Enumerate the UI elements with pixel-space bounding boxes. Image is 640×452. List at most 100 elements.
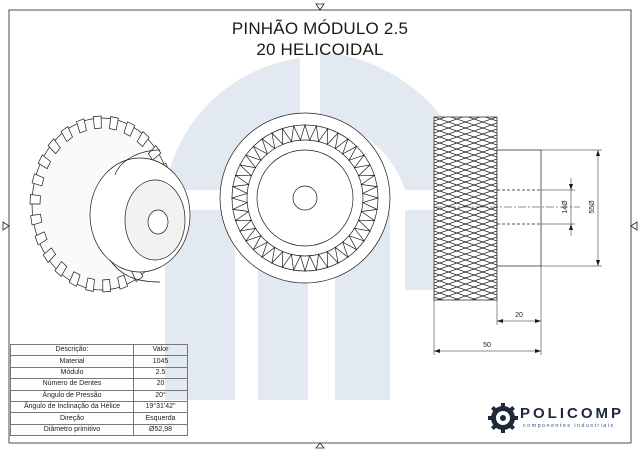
gear-tooth	[34, 231, 48, 246]
hatch-line	[452, 284, 497, 300]
gear-tooth	[92, 115, 102, 129]
hatch-line	[434, 260, 497, 284]
logo-name: POLICOMP	[520, 405, 625, 422]
hatch-line	[435, 278, 497, 300]
gear-tooth	[31, 173, 45, 187]
spec-header-description: Descrição:	[10, 343, 134, 357]
helical-teeth-pattern	[434, 63, 497, 337]
hatch-line	[434, 194, 497, 218]
gear-tooth	[85, 277, 95, 292]
gear-tooth	[147, 145, 162, 161]
hatch-line	[434, 176, 497, 200]
hatch-line	[434, 134, 497, 158]
logo-tooth	[508, 405, 516, 413]
hatch-line	[434, 128, 497, 152]
spec-value: 20	[133, 378, 188, 391]
hatch-line	[434, 303, 497, 325]
hatch-line	[434, 170, 497, 194]
spec-value: Esquerda	[133, 412, 188, 425]
hatch-line	[434, 272, 497, 296]
frame-center-marks	[2, 3, 638, 449]
hatch-line	[434, 81, 497, 103]
front-teeth-pattern	[230, 123, 379, 273]
hatch-line	[434, 63, 497, 85]
hatch-line	[434, 236, 497, 260]
spec-label: Ângulo de Inclinação da Hélice	[10, 400, 134, 414]
hatch-line	[434, 218, 497, 242]
hatch-line	[484, 117, 497, 122]
spec-value: 2.5	[133, 366, 188, 380]
spec-label: Material	[10, 355, 134, 368]
hatch-line	[434, 315, 497, 337]
hatch-line	[434, 75, 497, 97]
side-view	[433, 63, 580, 337]
logo-tagline: componentes industriais	[523, 423, 615, 429]
spec-label: Módulo	[10, 366, 134, 380]
gear-tooth	[60, 126, 73, 143]
gear-tooth	[42, 247, 57, 263]
hatch-line	[434, 309, 497, 331]
hatch-line	[434, 87, 497, 109]
hatch-line	[434, 75, 497, 97]
spec-value: 1045	[133, 355, 188, 368]
hatch-line	[434, 242, 497, 266]
hatch-line	[434, 254, 497, 278]
hatch-line	[434, 188, 497, 212]
hatch-line	[434, 248, 497, 272]
hatch-line	[434, 122, 497, 146]
hatch-line	[434, 303, 497, 325]
logo-tooth	[490, 423, 498, 431]
hatch-line	[434, 69, 497, 91]
hatch-line	[434, 117, 447, 122]
hatch-line	[434, 212, 497, 236]
front-zigzag-line	[230, 123, 379, 273]
dimension-arrows	[434, 150, 600, 353]
logo-tooth	[501, 428, 505, 433]
spec-header-row: Descrição: Valor	[10, 343, 188, 357]
dimension-lines	[433, 149, 602, 355]
hatch-line	[434, 315, 497, 337]
drawing-subtitle: 20 HELICOIDAL	[256, 40, 384, 59]
gear-tooth	[117, 274, 128, 290]
gear-tooth	[54, 260, 68, 277]
spec-label: Diâmetro primitivo	[10, 423, 134, 437]
spec-value: 19°31'42"	[133, 400, 188, 414]
spec-label: Ângulo de Pressão	[10, 389, 134, 402]
hatch-line	[434, 93, 497, 115]
gear-tooth	[47, 138, 61, 155]
hatch-line	[434, 87, 497, 109]
logo-tooth	[501, 403, 505, 408]
hatch-line	[434, 152, 497, 176]
hatch-line	[434, 230, 497, 254]
dim-hub-length: 20	[515, 312, 523, 319]
company-logo: POLICOMP componentes industriais	[488, 403, 628, 433]
front-view	[219, 112, 391, 284]
hatch-line	[434, 164, 497, 188]
spec-header-value: Valor	[133, 343, 188, 357]
gear-tooth	[68, 271, 81, 287]
drawing-title: PINHÃO MÓDULO 2.5	[231, 19, 409, 38]
logo-tooth	[508, 423, 516, 431]
hatch-line	[434, 81, 497, 103]
dim-bore: 14Ø	[562, 200, 569, 214]
spec-label: Direção	[10, 412, 134, 425]
hatch-line	[434, 69, 497, 91]
isometric-gear-view	[29, 115, 191, 293]
hatch-line	[434, 309, 497, 331]
hatch-line	[434, 140, 497, 164]
hatch-line	[434, 146, 497, 170]
hatch-line	[434, 266, 497, 290]
gear-tooth	[76, 118, 87, 134]
dim-total-length: 50	[483, 342, 491, 349]
hatch-line	[470, 290, 497, 300]
logo-gear-icon	[488, 403, 518, 433]
hatch-line	[434, 200, 497, 224]
spec-value: Ø52,98	[133, 423, 188, 437]
